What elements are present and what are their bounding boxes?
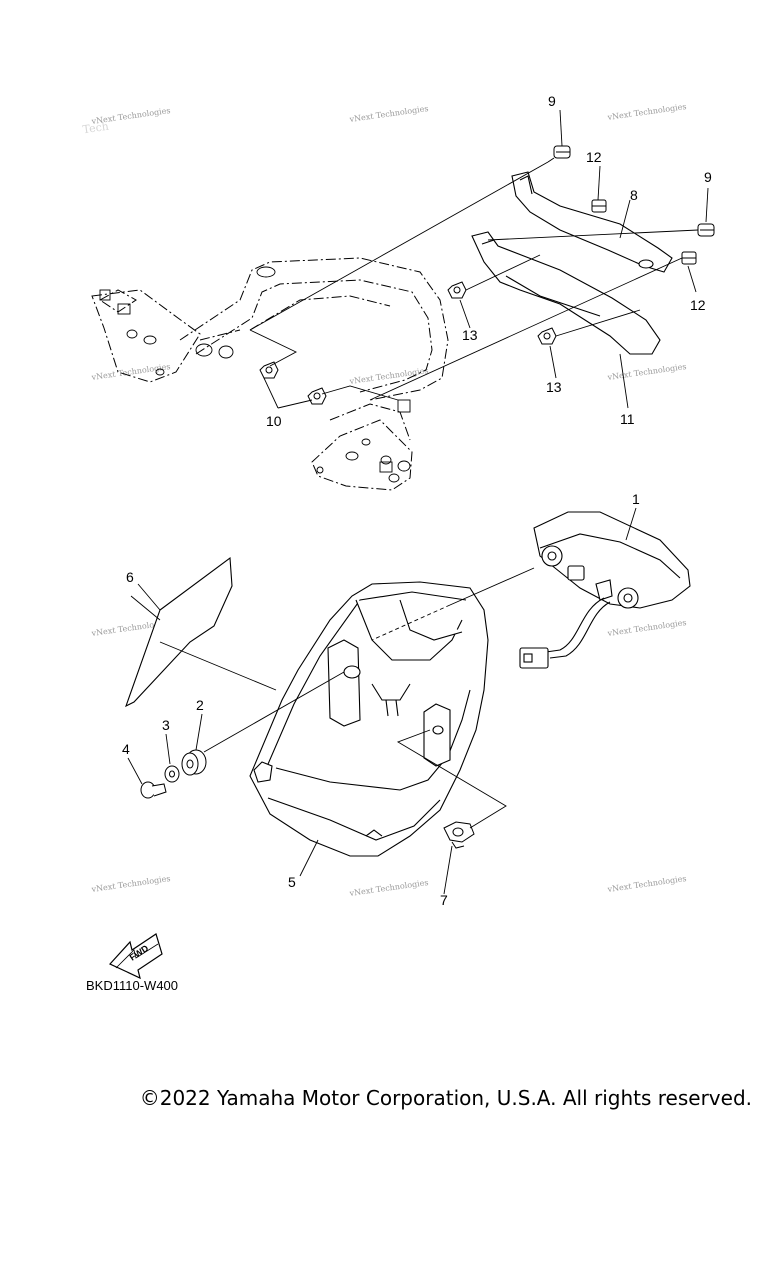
callout-13-lower: 13 xyxy=(546,379,562,395)
nut-10-upper xyxy=(259,361,279,379)
bolt-12-top xyxy=(591,199,607,213)
fender-housing-5 xyxy=(249,581,489,857)
watermark: vNext Technologies xyxy=(606,362,687,382)
hardware-upper xyxy=(259,145,715,405)
callout-13-upper: 13 xyxy=(462,327,478,343)
callout-2: 2 xyxy=(196,697,204,713)
frame-outline xyxy=(91,257,449,491)
svg-text:Tech: Tech xyxy=(82,120,110,137)
bolt-9-top xyxy=(547,145,571,163)
copyright-notice: ©2022 Yamaha Motor Corporation, U.S.A. A… xyxy=(139,1086,752,1110)
callout-12-right: 12 xyxy=(690,297,706,313)
clamp-7 xyxy=(443,821,475,849)
bolt-9-right xyxy=(697,223,715,237)
svg-text:vNext Technologies: vNext Technologies xyxy=(90,106,171,126)
nut-13-lower xyxy=(537,327,557,345)
callout-9-top: 9 xyxy=(548,93,556,109)
svg-text:vNext Technologies: vNext Technologies xyxy=(90,874,171,894)
callout-8: 8 xyxy=(630,187,638,203)
svg-text:vNext Technologies: vNext Technologies xyxy=(348,104,429,124)
callout-10: 10 xyxy=(266,413,282,429)
callout-11: 11 xyxy=(620,411,635,427)
frame-holes xyxy=(99,266,411,483)
watermark: vNext Technologies xyxy=(348,366,429,386)
svg-text:vNext Technologies: vNext Technologies xyxy=(348,878,429,898)
callout-9-right: 9 xyxy=(704,169,712,185)
watermark: vNext Technologies xyxy=(606,102,687,122)
watermark: Tech vNext Technologies xyxy=(82,106,171,137)
fwd-arrow-icon: FWD xyxy=(109,933,163,980)
svg-text:vNext Technologies: vNext Technologies xyxy=(606,102,687,122)
callout-4: 4 xyxy=(122,741,130,757)
nut-10-lower xyxy=(307,387,327,405)
callout-12-top: 12 xyxy=(586,149,602,165)
upper-leader-lines xyxy=(249,161,699,409)
watermark: vNext Technologies xyxy=(606,874,687,894)
watermark: vNext Technologies xyxy=(90,874,171,894)
watermark: vNext Technologies xyxy=(348,104,429,124)
callout-3: 3 xyxy=(162,717,170,733)
callout-leaders xyxy=(127,109,709,895)
screw-4 xyxy=(140,781,167,799)
callout-7: 7 xyxy=(440,892,448,908)
bolt-12-right xyxy=(681,251,697,265)
lower-leader-lines xyxy=(130,567,535,829)
grommet-2 xyxy=(181,749,207,776)
diagram-code: BKD1110-W400 xyxy=(86,978,178,993)
washer-3 xyxy=(164,765,180,783)
callout-6: 6 xyxy=(126,569,134,585)
tail-light-1 xyxy=(519,511,691,669)
callout-1: 1 xyxy=(632,491,640,507)
reflector-plate-6 xyxy=(125,556,233,708)
svg-text:vNext Technologies: vNext Technologies xyxy=(606,874,687,894)
hardware-lower xyxy=(140,749,475,849)
callout-5: 5 xyxy=(288,874,296,890)
svg-text:vNext Technologies: vNext Technologies xyxy=(606,618,687,638)
svg-text:vNext Technologies: vNext Technologies xyxy=(348,366,429,386)
svg-text:vNext Technologies: vNext Technologies xyxy=(606,362,687,382)
watermark: vNext Technologies xyxy=(606,618,687,638)
callout-labels: 1 2 3 4 5 6 7 8 9 9 10 11 12 12 13 13 xyxy=(122,93,712,908)
watermark: vNext Technologies xyxy=(348,878,429,898)
bracket-8 xyxy=(511,171,673,273)
nut-13-upper xyxy=(447,281,467,299)
